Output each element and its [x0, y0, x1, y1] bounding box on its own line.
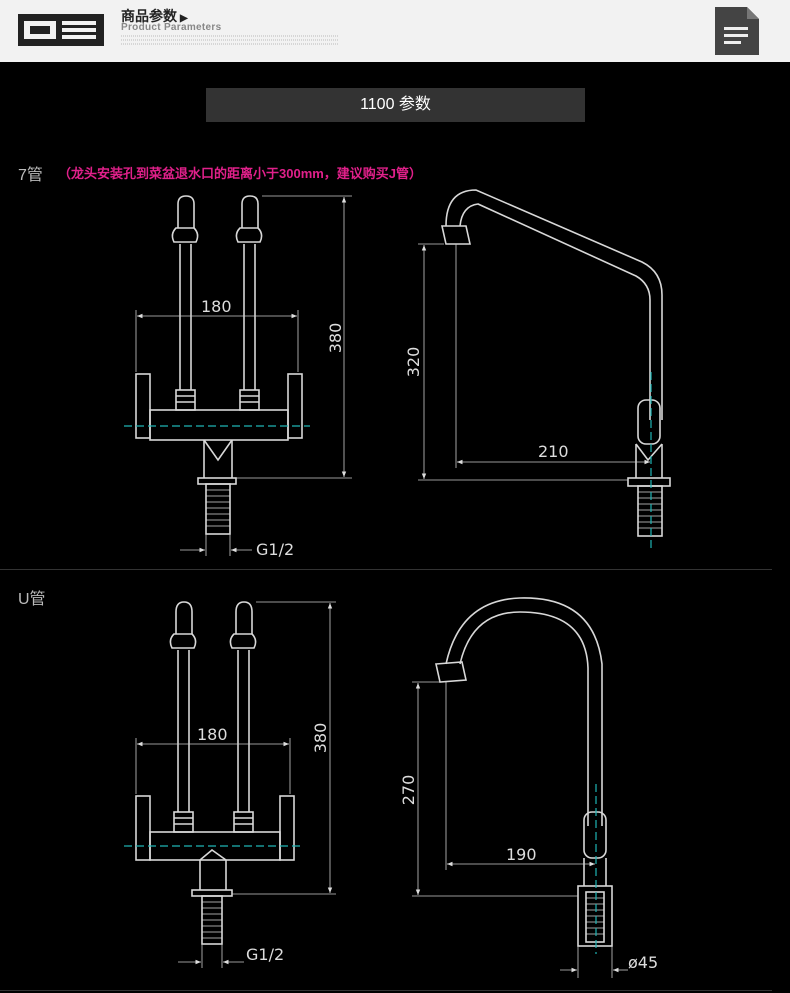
dim-width-1: 180	[201, 297, 232, 316]
dim-spout-height-1: 320	[404, 347, 423, 378]
section-label-j-pipe: 7管	[18, 167, 43, 184]
dim-diameter-2: ø45	[628, 953, 658, 972]
dim-reach-2: 190	[506, 845, 537, 864]
header-title: 商品参数▶	[121, 8, 188, 24]
header-subtitle: Product Parameters	[121, 22, 222, 33]
dim-reach-1: 210	[538, 442, 569, 461]
front-view-2	[135, 601, 295, 945]
section-number-badge: 03	[18, 14, 104, 46]
document-icon[interactable]	[711, 3, 763, 59]
dim-spout-height-2: 270	[399, 775, 418, 806]
decorative-text-lines	[121, 35, 339, 45]
dim-height-1: 380	[326, 323, 345, 354]
side-view-u-spout	[435, 597, 613, 947]
dim-width-2: 180	[197, 725, 228, 744]
section-divider-bottom	[0, 990, 772, 991]
section-label-u-pipe: U管	[18, 591, 46, 608]
spec-banner: 1100 参数	[206, 88, 585, 122]
dim-thread-1: G1/2	[256, 540, 294, 559]
dim-thread-2: G1/2	[246, 945, 284, 964]
dim-height-2: 380	[311, 723, 330, 754]
play-arrow-icon: ▶	[180, 13, 188, 24]
page-header: 03 商品参数▶ Product Parameters	[0, 0, 790, 62]
section-note: （龙头安装孔到菜盆退水口的距离小于300mm，建议购买J管）	[58, 166, 423, 181]
front-view-1	[135, 195, 303, 535]
side-view-j-spout	[441, 189, 671, 537]
section-divider	[0, 569, 772, 570]
